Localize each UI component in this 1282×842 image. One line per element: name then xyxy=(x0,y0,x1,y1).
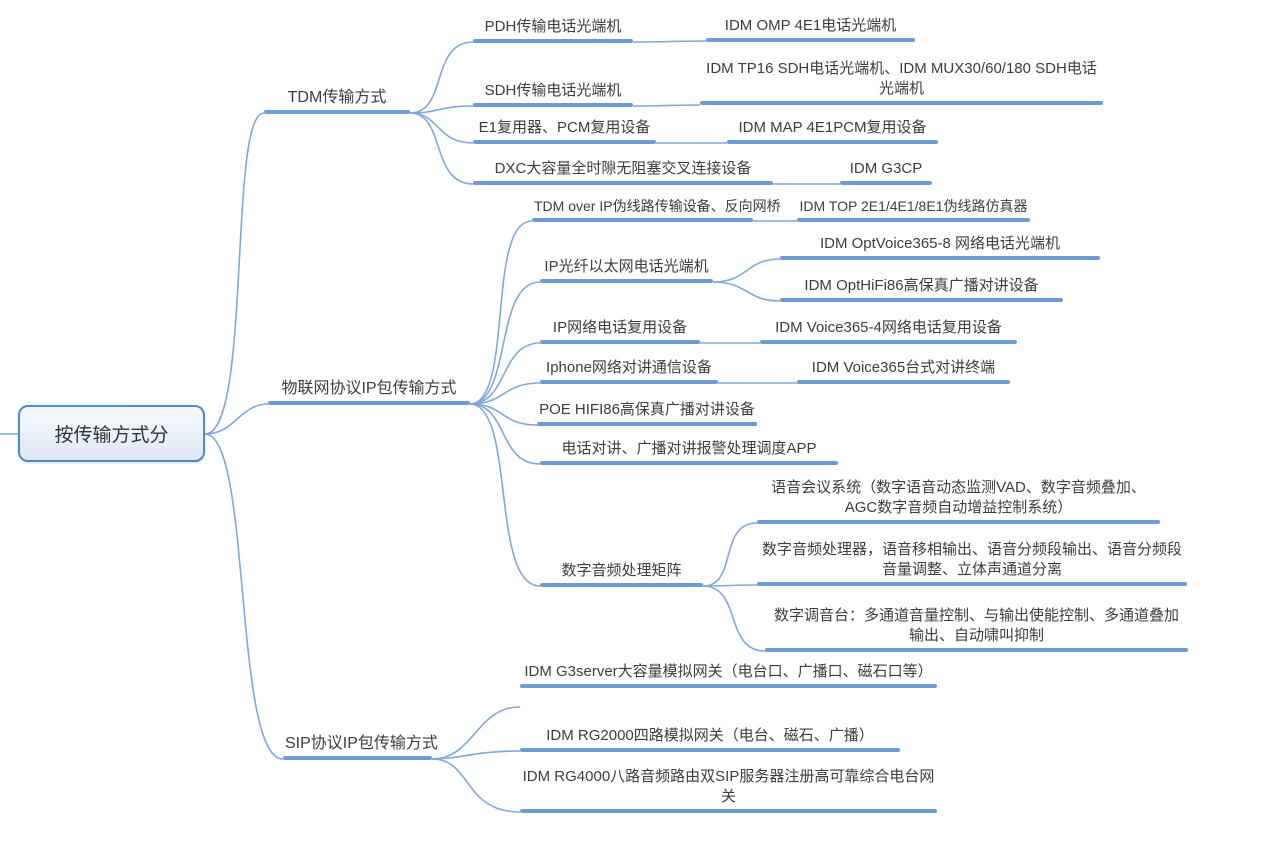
topic-underline xyxy=(797,380,1010,384)
topic-underline xyxy=(520,748,900,752)
topic-underline xyxy=(473,103,633,107)
branch-tdm-label: TDM传输方式 xyxy=(287,89,387,106)
topic-audio-processor[interactable]: 数字音频处理器，语音移相输出、语音分频段输出、语音分频段音量调整、立体声通道分离 xyxy=(757,540,1187,586)
topic-underline xyxy=(700,101,1103,105)
topic-underline xyxy=(757,520,1160,524)
topic-underline xyxy=(727,140,938,144)
topic-idm-rg2000[interactable]: IDM RG2000四路模拟网关（电台、磁石、广播） xyxy=(520,726,900,752)
topic-idm-optvoice365-8[interactable]: IDM OptVoice365-8 网络电话光端机 xyxy=(780,234,1100,260)
topic-underline xyxy=(537,422,757,426)
topic-ip-phone-mux[interactable]: IP网络电话复用设备 xyxy=(540,318,700,344)
topic-underline xyxy=(706,38,915,42)
topic-e1-pcm-mux[interactable]: E1复用器、PCM复用设备 xyxy=(473,118,656,144)
topic-idm-tp16-mux[interactable]: IDM TP16 SDH电话光端机、IDM MUX30/60/180 SDH电话… xyxy=(700,59,1103,105)
topic-label: IDM G3CP xyxy=(849,160,923,177)
topic-idm-g3server[interactable]: IDM G3server大容量模拟网关（电台口、广播口、磁石口等） xyxy=(520,662,937,688)
topic-tdm-over-ip[interactable]: TDM over IP伪线路传输设备、反向网桥 xyxy=(532,196,781,222)
topic-label: IP网络电话复用设备 xyxy=(552,319,688,336)
topic-label: IDM TP16 SDH电话光端机、IDM MUX30/60/180 SDH电话… xyxy=(706,60,1097,97)
topic-underline xyxy=(540,583,703,587)
topic-iphone-intercom[interactable]: Iphone网络对讲通信设备 xyxy=(540,358,718,384)
topic-pdh-optical[interactable]: PDH传输电话光端机 xyxy=(473,17,633,43)
topic-underline xyxy=(283,756,432,760)
topic-label: 数字音频处理矩阵 xyxy=(561,562,682,579)
topic-underline xyxy=(540,380,718,384)
topic-voice-conference-system[interactable]: 语音会议系统（数字语音动态监测VAD、数字音频叠加、AGC数字音频自动增益控制系… xyxy=(757,478,1160,524)
branch-tdm[interactable]: TDM传输方式 xyxy=(264,88,410,114)
topic-label: TDM over IP伪线路传输设备、反向网桥 xyxy=(534,198,781,214)
topic-idm-omp[interactable]: IDM OMP 4E1电话光端机 xyxy=(706,16,915,42)
topic-idm-voice365-desktop[interactable]: IDM Voice365台式对讲终端 xyxy=(797,358,1010,384)
topic-underline xyxy=(520,809,937,813)
topic-label: E1复用器、PCM复用设备 xyxy=(478,119,651,136)
topic-underline xyxy=(760,340,1017,344)
topic-idm-top[interactable]: IDM TOP 2E1/4E1/8E1伪线路仿真器 xyxy=(797,196,1030,222)
topic-audio-matrix[interactable]: 数字音频处理矩阵 xyxy=(540,561,703,587)
topic-label: IDM RG2000四路模拟网关（电台、磁石、广播） xyxy=(546,727,874,744)
topic-underline xyxy=(520,684,937,688)
topic-label: Iphone网络对讲通信设备 xyxy=(546,359,712,376)
topic-label: IDM Voice365台式对讲终端 xyxy=(811,359,996,376)
topic-sdh-optical[interactable]: SDH传输电话光端机 xyxy=(473,81,633,107)
topic-idm-rg4000[interactable]: IDM RG4000八路音频路由双SIP服务器注册高可靠综合电台网关 xyxy=(520,767,937,813)
topic-label: POE HIFI86高保真广播对讲设备 xyxy=(539,401,755,418)
topic-underline xyxy=(797,218,1030,222)
topic-label: 电话对讲、广播对讲报警处理调度APP xyxy=(561,440,817,457)
topic-dispatch-app[interactable]: 电话对讲、广播对讲报警处理调度APP xyxy=(540,439,838,465)
topic-label: IP光纤以太网电话光端机 xyxy=(544,258,709,275)
topic-underline xyxy=(473,181,773,185)
topic-label: IDM RG4000八路音频路由双SIP服务器注册高可靠综合电台网关 xyxy=(522,768,935,805)
topic-underline xyxy=(532,218,753,222)
branch-sip-label: SIP协议IP包传输方式 xyxy=(285,735,438,752)
topic-label: IDM TOP 2E1/4E1/8E1伪线路仿真器 xyxy=(799,198,1028,214)
topic-idm-voice365-4[interactable]: IDM Voice365-4网络电话复用设备 xyxy=(760,318,1017,344)
topic-digital-mixer[interactable]: 数字调音台：多通道音量控制、与输出使能控制、多通道叠加输出、自动啸叫抑制 xyxy=(765,606,1188,652)
topic-ip-fiber-ethernet[interactable]: IP光纤以太网电话光端机 xyxy=(540,257,713,283)
topic-underline xyxy=(540,340,700,344)
branch-iot-ip-label: 物联网协议IP包传输方式 xyxy=(281,380,457,397)
topic-idm-map[interactable]: IDM MAP 4E1PCM复用设备 xyxy=(727,118,938,144)
connector-path-group xyxy=(0,40,840,813)
root-topic[interactable]: 按传输方式分 xyxy=(18,405,205,462)
topic-underline xyxy=(540,461,838,465)
topic-underline xyxy=(780,298,1063,302)
topic-underline xyxy=(473,39,633,43)
topic-label: 语音会议系统（数字语音动态监测VAD、数字音频叠加、AGC数字音频自动增益控制系… xyxy=(771,479,1146,516)
topic-label: IDM OMP 4E1电话光端机 xyxy=(724,17,897,34)
topic-label: 数字调音台：多通道音量控制、与输出使能控制、多通道叠加输出、自动啸叫抑制 xyxy=(773,607,1179,644)
topic-idm-opthifi86[interactable]: IDM OptHiFi86高保真广播对讲设备 xyxy=(780,276,1063,302)
topic-label: 数字音频处理器，语音移相输出、语音分频段输出、语音分频段音量调整、立体声通道分离 xyxy=(761,541,1182,578)
topic-label: IDM G3server大容量模拟网关（电台口、广播口、磁石口等） xyxy=(524,663,933,680)
topic-underline xyxy=(540,279,713,283)
topic-underline xyxy=(268,401,470,405)
topic-idm-g3cp[interactable]: IDM G3CP xyxy=(840,159,932,185)
topic-label: IDM MAP 4E1PCM复用设备 xyxy=(738,119,927,136)
topic-label: IDM OptVoice365-8 网络电话光端机 xyxy=(819,235,1061,252)
root-topic-label: 按传输方式分 xyxy=(54,425,169,446)
topic-underline xyxy=(473,140,656,144)
branch-iot-ip[interactable]: 物联网协议IP包传输方式 xyxy=(268,379,470,405)
branch-sip[interactable]: SIP协议IP包传输方式 xyxy=(283,734,438,760)
topic-label: IDM OptHiFi86高保真广播对讲设备 xyxy=(804,277,1039,294)
topic-poe-hifi86[interactable]: POE HIFI86高保真广播对讲设备 xyxy=(537,400,757,426)
topic-underline xyxy=(780,256,1100,260)
topic-dxc[interactable]: DXC大容量全时隙无阻塞交叉连接设备 xyxy=(473,159,773,185)
topic-underline xyxy=(757,582,1187,586)
topic-underline xyxy=(264,110,410,114)
topic-label: DXC大容量全时隙无阻塞交叉连接设备 xyxy=(494,160,752,177)
topic-label: PDH传输电话光端机 xyxy=(484,18,622,35)
topic-label: IDM Voice365-4网络电话复用设备 xyxy=(775,319,1002,336)
topic-label: SDH传输电话光端机 xyxy=(484,82,622,99)
topic-underline xyxy=(765,648,1188,652)
topic-underline xyxy=(840,181,932,185)
